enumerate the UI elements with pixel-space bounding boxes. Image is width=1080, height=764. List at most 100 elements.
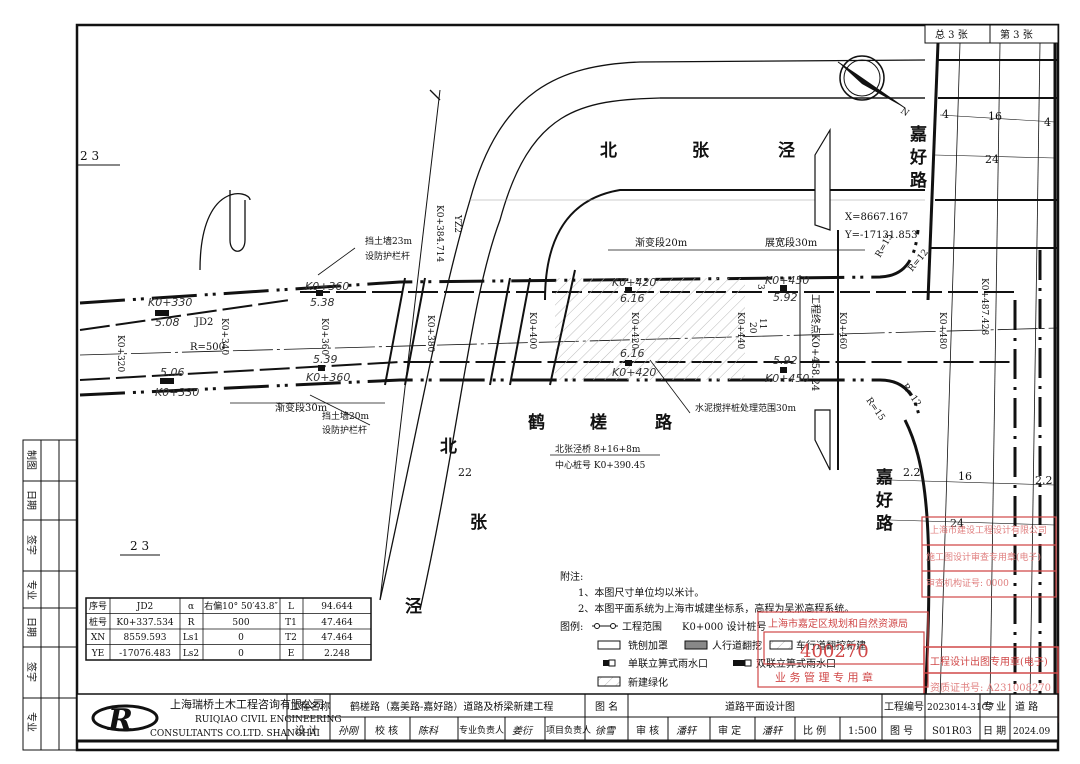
- notes: 附注: 1、本图尺寸单位均以米计。 2、本图平面系统为上海市城建坐标系，高程为吴…: [560, 570, 866, 689]
- label-side-strip-3: 专业: [25, 580, 38, 600]
- label-inlets-1-station: K0+360: [305, 280, 349, 293]
- label-curve-table-3-0: YE: [91, 649, 105, 659]
- label-curve-table-2-3: 0: [238, 633, 244, 643]
- guardrail-top: 设防护栏杆: [365, 250, 410, 262]
- label-curve-table-0-2: α: [188, 602, 194, 612]
- coord-y: Y=-17131.853: [844, 230, 917, 241]
- label-curve-table-2-4: T2: [285, 633, 297, 643]
- label-inlets-7-elev: 5.92: [773, 354, 798, 367]
- guardrail-bottom: 设防护栏杆: [322, 424, 367, 436]
- legend-greening: 新建绿化: [628, 676, 668, 689]
- side-strip: 制图 日期 签字 专业 日期 签字 专业: [22, 439, 78, 751]
- river-name-bottom-1: 北: [440, 437, 457, 457]
- label-stamps-company-seal-2: 施工图设计审查专用章(电子): [926, 551, 1041, 563]
- width-11: 11: [757, 318, 767, 329]
- label-curve-table-0-1: JD2: [136, 602, 154, 612]
- review-seal: 上海市建设工程设计有限公司 施工图设计审查专用章(电子) 审查机构证号: 000…: [921, 516, 1057, 598]
- label-stamps-company-seal-1: 上海市建设工程设计有限公司: [930, 524, 1047, 536]
- cement-pile-area: [555, 278, 745, 380]
- label-title-block-check-sig: 陈科: [418, 725, 439, 737]
- notes-title: 附注:: [560, 570, 583, 583]
- label-curve-table-1-3: 500: [232, 618, 249, 628]
- label-stamps-company-seal-3: 审查机构证号: 0000: [926, 577, 1009, 589]
- width-3: 3: [755, 284, 765, 290]
- label-title-block-project-no-label: 工程编号: [884, 700, 924, 713]
- retaining-wall-top: 挡土墙23m: [365, 235, 412, 247]
- road-outlines: [199, 59, 926, 611]
- label-curve-table-3-2: Ls2: [183, 649, 199, 659]
- company-name-en-1: RUIQIAO CIVIL ENGINEERING: [195, 715, 342, 725]
- road-name-main-1: 鹤: [528, 412, 545, 433]
- bridge-label: 北张泾桥 8+16+8m: [555, 443, 641, 455]
- bridge: [379, 89, 576, 601]
- scope-legend-icon: [592, 623, 618, 629]
- label-inlets-5-station: K0+420: [612, 366, 656, 379]
- company-name-en-2: CONSULTANTS CO.LTD. SHANGHAI: [150, 729, 320, 739]
- transition-30: 渐变段30m: [275, 401, 328, 414]
- label-curve-table-0-3: 右偏10° 50′43.8″: [204, 600, 278, 612]
- jiahao-road: [889, 42, 1058, 701]
- label-curve-table-3-1: -17076.483: [119, 649, 171, 659]
- legend-single-inlet: 单联立箅式雨水口: [628, 657, 708, 670]
- label-curve-table-1-4: T1: [285, 618, 297, 628]
- cement-pile-label: 水泥搅拌桩处理范围30m: [695, 402, 796, 414]
- drawing-no: S01R03: [932, 726, 972, 737]
- station-k460: K0+460: [837, 312, 847, 349]
- radius-label: R=500: [190, 342, 225, 353]
- label-inlets-1-elev: 5.38: [310, 296, 335, 309]
- road-name-cross-top-3: 路: [910, 170, 928, 191]
- note-2: 2、本图平面系统为上海市城建坐标系，高程为吴淞高程系统。: [578, 602, 854, 615]
- label-title-block-approve-label: 审 定: [718, 724, 741, 737]
- label-stamps-bureau: 上海市嘉定区规划和自然资源局: [768, 617, 908, 630]
- label-side-strip-0: 制图: [25, 450, 38, 470]
- label-inlets-4-station: K0+420: [612, 276, 656, 289]
- road-name-cross-bottom-1: 嘉: [875, 467, 893, 488]
- radius-12-bottom: R=12: [900, 382, 923, 409]
- sheet-current: 第 3 张: [1000, 28, 1033, 41]
- coord-x: X=8667.167: [845, 212, 908, 223]
- label-title-block-check-label: 校 核: [375, 724, 398, 737]
- legend-roadway: 车行道翻挖新建: [796, 639, 866, 652]
- station-k360: K0+360: [319, 318, 329, 355]
- river-name-top-1: 北: [600, 141, 617, 161]
- river-width: 22: [458, 466, 472, 479]
- label-curve-table-2-2: Ls1: [183, 633, 199, 643]
- label-inlets-5-elev: 6.16: [620, 347, 645, 360]
- drawing-name: 道路平面设计图: [725, 700, 795, 713]
- design-seal: 工程设计出图专用章(电子) 资质证书号: A231008270: [923, 646, 1059, 723]
- dim-bottom-1: 2.2: [903, 466, 921, 479]
- label-curve-table-1-1: K0+337.534: [116, 618, 173, 628]
- label-title-block-project-name-label: 工程名称: [290, 700, 330, 713]
- label-title-block-pm-label: 项目负责人: [546, 724, 591, 736]
- roadway-legend-icon: [769, 640, 793, 650]
- legend-scope: 工程范围: [622, 620, 662, 633]
- label-curve-table-0-4: L: [288, 602, 294, 612]
- single-inlet-legend-icon: [603, 659, 616, 667]
- station-k400: K0+400: [527, 312, 537, 349]
- label-curve-table-1-0: 桩号: [89, 616, 107, 628]
- road-name-main-2: 槎: [590, 412, 607, 433]
- label-side-strip-5: 签字: [25, 662, 38, 682]
- station-k340: K0+340: [219, 318, 229, 355]
- end-point-label: 工程终点K0+458.24: [809, 294, 822, 391]
- label-inlets-3-station: K0+360: [306, 371, 350, 384]
- double-inlet-legend-icon: [733, 659, 752, 667]
- date: 2024.09: [1013, 727, 1050, 737]
- label-inlets-6-station: K0+450: [765, 274, 809, 287]
- label-title-block-discipline-label: 专 业: [983, 700, 1006, 713]
- retaining-wall-bottom: 挡土墙20m: [322, 410, 369, 422]
- transition-20: 渐变段20m: [635, 236, 688, 249]
- dim-top-3: 4: [1044, 116, 1051, 129]
- label-curve-table-2-5: 47.464: [321, 633, 353, 643]
- label-curve-table-1-5: 47.464: [321, 618, 353, 628]
- label-curve-table-0-5: 94.644: [321, 602, 353, 612]
- label-side-strip-6: 专业: [25, 712, 38, 732]
- label-inlets-0-station: K0+330: [148, 296, 192, 309]
- label-side-strip-1: 日期: [25, 490, 37, 510]
